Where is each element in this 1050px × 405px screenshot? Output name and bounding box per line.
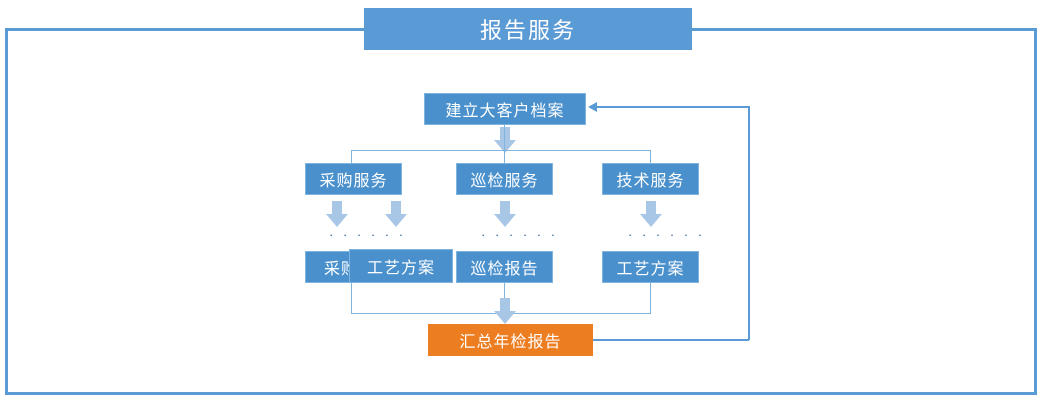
arrow-root-down-icon xyxy=(494,127,516,153)
arrow-procurement-down-a-icon xyxy=(326,201,348,227)
node-output-inspection-report[interactable]: 巡检报告 xyxy=(456,251,553,283)
node-output-process-plan-right[interactable]: 工艺方案 xyxy=(602,251,699,283)
fanout-bus xyxy=(351,150,651,151)
arrow-procurement-down-b-icon xyxy=(385,201,407,227)
fanout-drop-2 xyxy=(504,150,505,164)
feedback-edge-bottom xyxy=(593,339,749,341)
node-output-process-plan-right-label: 工艺方案 xyxy=(616,261,685,278)
feedback-edge-right xyxy=(748,106,750,340)
node-summary-report-label: 汇总年检报告 xyxy=(459,334,562,351)
feedback-edge-top xyxy=(595,106,750,108)
node-output-inspection-report-label: 巡检报告 xyxy=(470,261,539,278)
fanout-stem xyxy=(504,125,505,151)
node-service-procurement-label: 采购服务 xyxy=(319,173,388,190)
node-summary-report[interactable]: 汇总年检报告 xyxy=(428,324,593,356)
node-service-inspection[interactable]: 巡检服务 xyxy=(456,163,553,195)
fanout-drop-1 xyxy=(351,150,352,164)
node-root[interactable]: 建立大客户档案 xyxy=(424,93,586,125)
node-output-procurement-label: 采购 xyxy=(323,261,358,278)
arrow-technical-down-icon xyxy=(640,201,662,227)
node-output-process-plan-left-label: 工艺方案 xyxy=(366,260,435,277)
diagram-title-banner: 报告服务 xyxy=(364,8,692,50)
fanin-riser-1 xyxy=(351,283,352,313)
arrow-summary-down-icon xyxy=(494,298,516,324)
feedback-arrowhead-icon xyxy=(588,102,597,112)
node-service-technical[interactable]: 技术服务 xyxy=(602,163,699,195)
node-output-process-plan-left[interactable]: 工艺方案 xyxy=(349,249,453,283)
node-service-procurement[interactable]: 采购服务 xyxy=(305,163,402,195)
node-service-technical-label: 技术服务 xyxy=(616,173,685,190)
fanin-riser-3 xyxy=(650,283,651,313)
fanout-drop-3 xyxy=(650,150,651,164)
node-service-inspection-label: 巡检服务 xyxy=(470,173,539,190)
ellipsis-procurement: · · · · · · xyxy=(329,227,407,242)
ellipsis-technical: · · · · · · xyxy=(628,227,706,242)
ellipsis-inspection: · · · · · · xyxy=(481,227,559,242)
arrow-inspection-down-icon xyxy=(494,201,516,227)
node-root-label: 建立大客户档案 xyxy=(445,103,565,120)
